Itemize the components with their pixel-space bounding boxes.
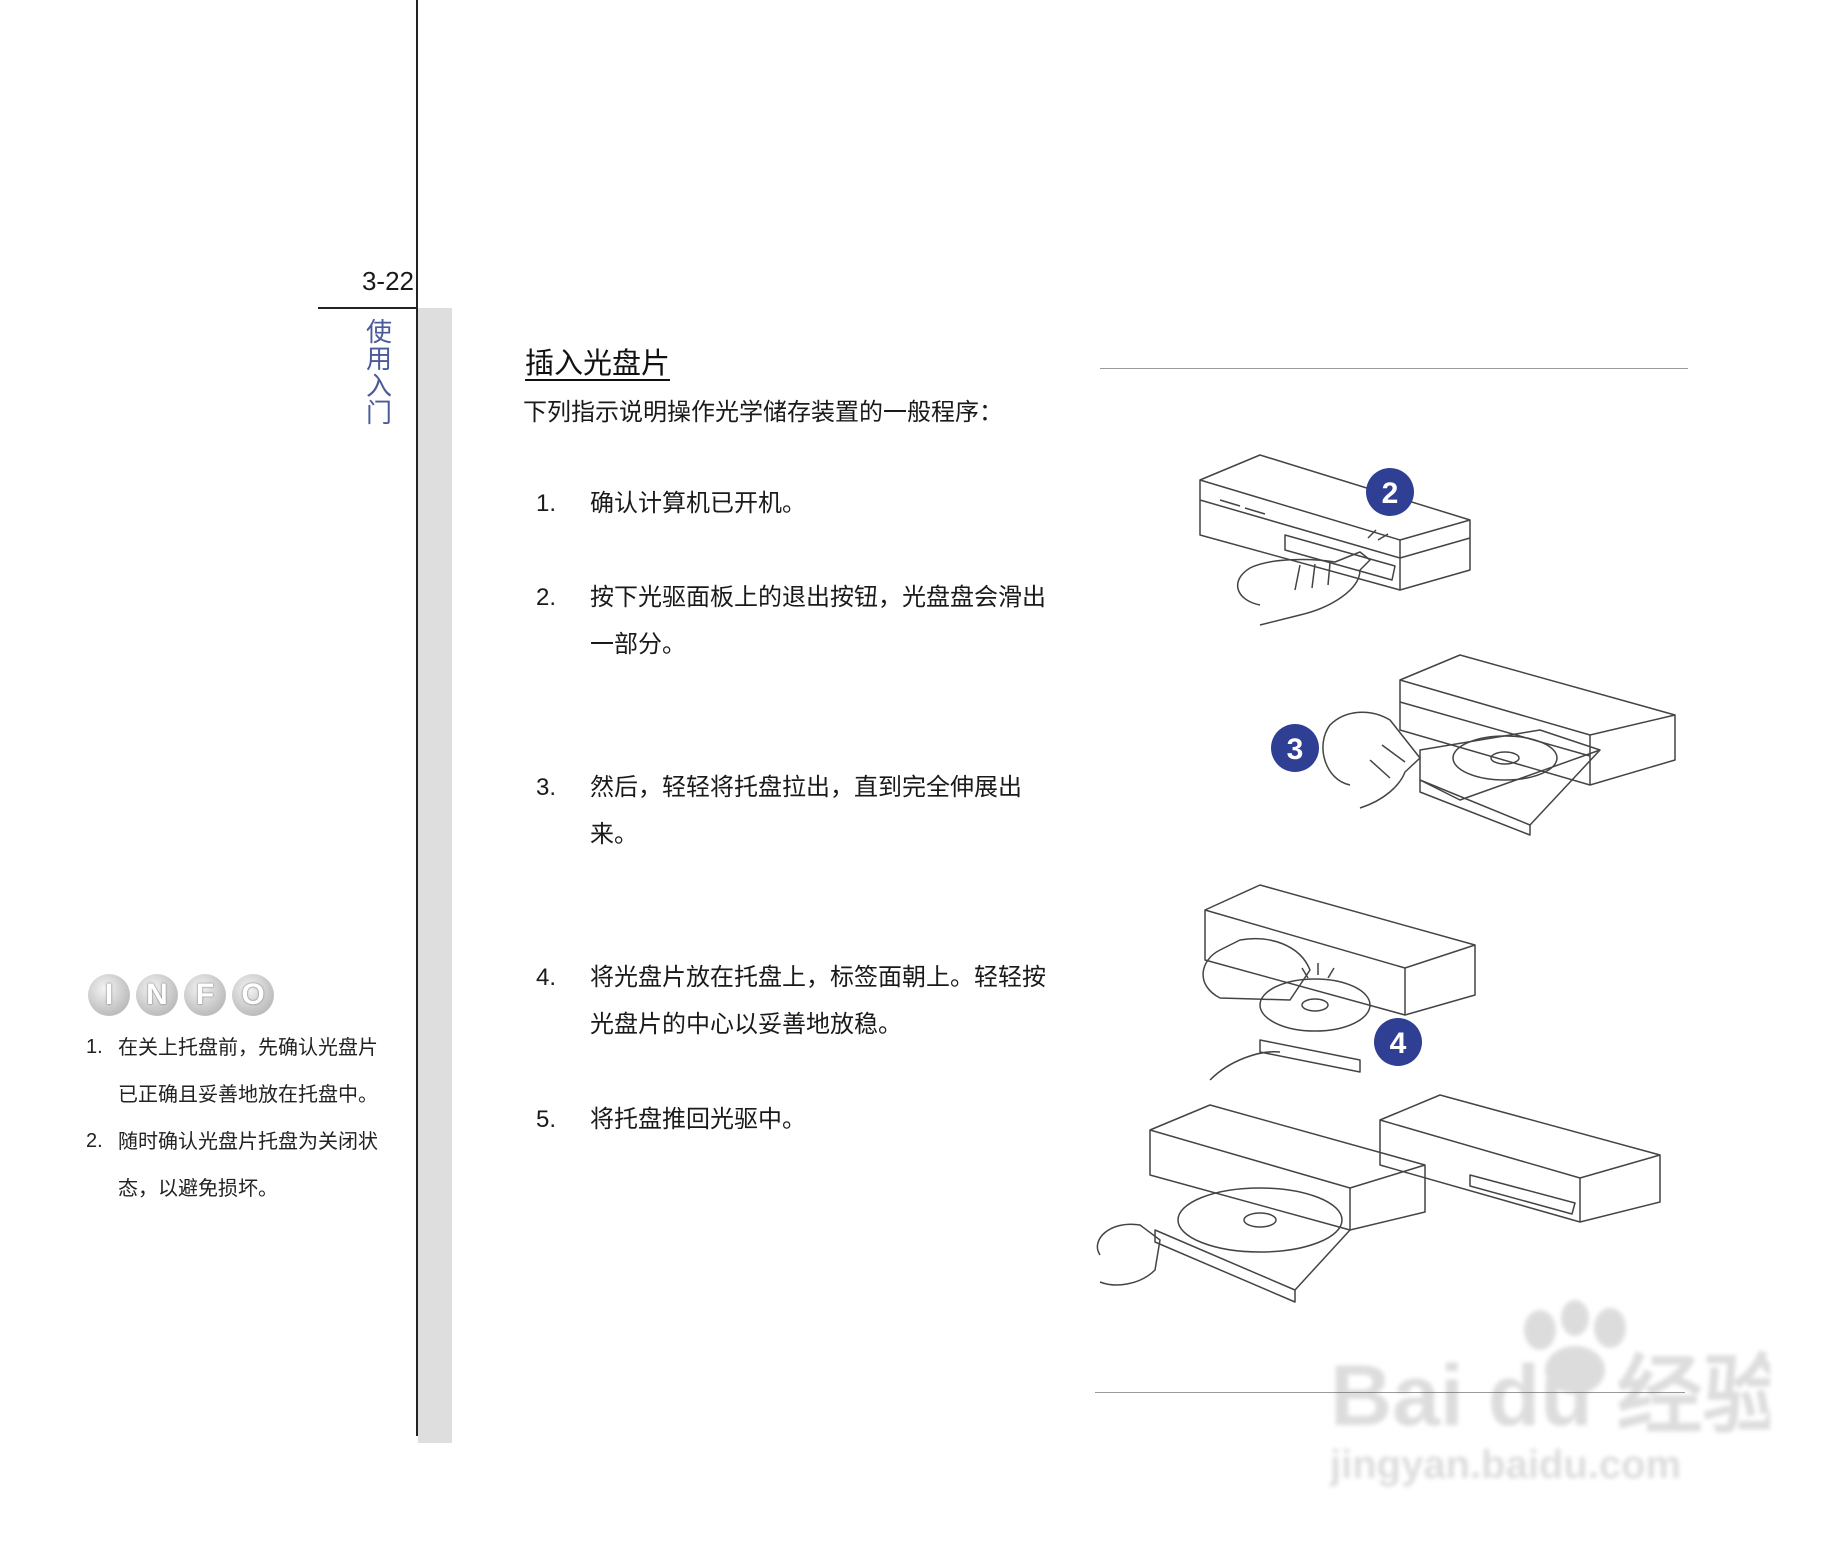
step-text: 确认计算机已开机。 [590, 489, 806, 517]
info-badge-i: I [88, 974, 130, 1016]
info-item-text: 随时确认光盘片托盘为关闭状态，以避免损坏。 [118, 1129, 378, 1200]
step-item: 2. 按下光驱面板上的退出按钮，光盘盘会滑出一部分。 [536, 574, 1056, 668]
chapter-char: 用 [365, 345, 392, 375]
laptop-close-tray-illustration [1096, 1094, 1661, 1303]
step-number: 4. [536, 964, 557, 991]
chapter-title: 使 用 入 门 [364, 320, 394, 428]
step-text: 将托盘推回光驱中。 [590, 1105, 806, 1133]
margin-rule [416, 0, 418, 1436]
chapter-char: 使 [365, 318, 392, 348]
section-title: 插入光盘片 [525, 346, 671, 380]
page-number-rule [318, 307, 416, 309]
baidu-watermark: Bai du 经验 jingyan.baidu.com [1330, 1300, 1770, 1487]
info-logo: I N F O [88, 974, 274, 1016]
watermark-url: jingyan.baidu.com [1330, 1443, 1681, 1487]
info-list: 1. 在关上托盘前，先确认光盘片已正确且妥善地放在托盘中。 2. 随时确认光盘片… [86, 1024, 386, 1212]
step-badge-3-label: 3 [1287, 733, 1304, 766]
step-item: 5. 将托盘推回光驱中。 [536, 1096, 1056, 1143]
step-item: 3. 然后，轻轻将托盘拉出，直到完全伸展出来。 [536, 764, 1056, 858]
drive-illustrations: 2 3 4 [1096, 454, 1676, 1303]
info-item: 1. 在关上托盘前，先确认光盘片已正确且妥善地放在托盘中。 [86, 1024, 386, 1118]
chapter-char: 入 [365, 372, 392, 402]
info-item: 2. 随时确认光盘片托盘为关闭状态，以避免损坏。 [86, 1118, 386, 1212]
margin-strip [418, 308, 452, 1443]
step-badge-2: 2 [1366, 468, 1414, 516]
chapter-char: 门 [365, 399, 392, 429]
info-badge-n: N [136, 974, 178, 1016]
step-badge-4: 4 [1374, 1018, 1422, 1066]
step-number: 1. [536, 490, 557, 517]
step-text: 按下光驱面板上的退出按钮，光盘盘会滑出一部分。 [590, 583, 1046, 658]
divider-bottom [1095, 1392, 1685, 1393]
step-badge-3: 3 [1271, 724, 1319, 772]
step-item: 1. 确认计算机已开机。 [536, 480, 1056, 527]
step-badge-4-label: 4 [1390, 1027, 1407, 1060]
laptop-place-disc-illustration [1202, 884, 1476, 1081]
info-item-text: 在关上托盘前，先确认光盘片已正确且妥善地放在托盘中。 [118, 1035, 378, 1106]
laptop-eject-illustration [1199, 454, 1471, 626]
step-badge-2-label: 2 [1382, 477, 1399, 510]
step-text: 将光盘片放在托盘上，标签面朝上。轻轻按光盘片的中心以妥善地放稳。 [590, 963, 1046, 1038]
info-badge-o: O [232, 974, 274, 1016]
section-intro: 下列指示说明操作光学储存装置的一般程序： [523, 398, 1003, 426]
info-item-number: 2. [86, 1130, 103, 1152]
step-item: 4. 将光盘片放在托盘上，标签面朝上。轻轻按光盘片的中心以妥善地放稳。 [536, 954, 1056, 1048]
step-number: 2. [536, 584, 557, 611]
step-number: 5. [536, 1106, 557, 1133]
laptop-tray-open-illustration [1322, 654, 1676, 836]
divider-top [1100, 368, 1688, 369]
info-item-number: 1. [86, 1036, 103, 1058]
step-text: 然后，轻轻将托盘拉出，直到完全伸展出来。 [590, 773, 1022, 848]
info-badge-f: F [184, 974, 226, 1016]
step-number: 3. [536, 774, 557, 801]
page-number: 3-22 [361, 266, 414, 296]
watermark-brand: Bai du 经验 [1330, 1348, 1770, 1444]
